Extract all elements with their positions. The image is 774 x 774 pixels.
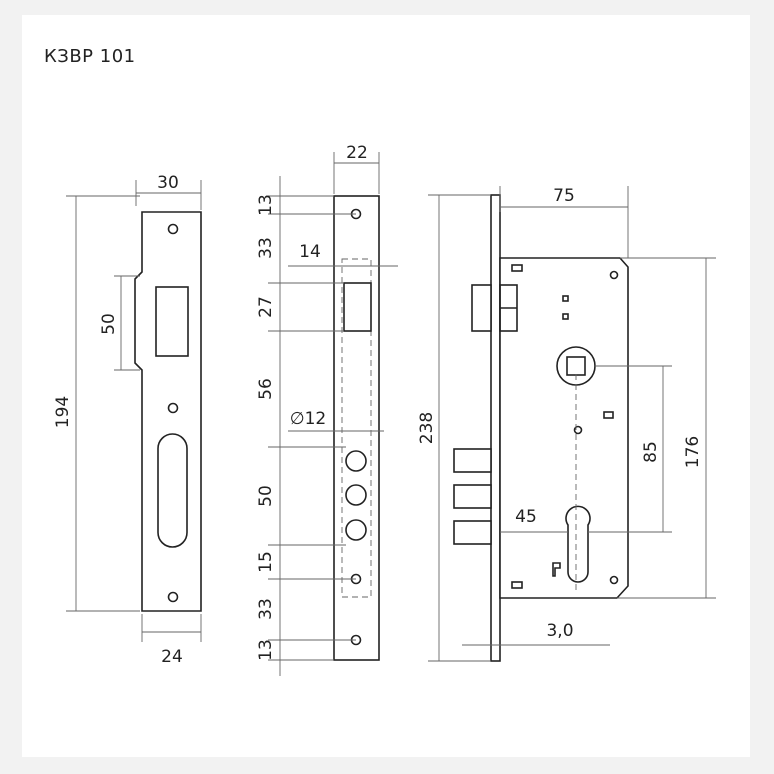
svg-text:24: 24	[161, 647, 183, 667]
svg-text:30: 30	[157, 173, 179, 193]
svg-text:33: 33	[256, 598, 276, 620]
lock-dimensions: 75 238 176 85 45 3,0	[417, 186, 716, 662]
svg-text:50: 50	[256, 485, 276, 507]
svg-text:56: 56	[256, 378, 276, 400]
strike-plate	[134, 211, 202, 612]
faceplate-dimensions: 22 13 33 27 56 50 15 33 13 14 ∅12	[256, 143, 398, 676]
svg-text:33: 33	[256, 237, 276, 259]
svg-text:50: 50	[99, 313, 119, 335]
faceplate	[333, 195, 380, 661]
svg-text:27: 27	[256, 296, 276, 318]
svg-text:176: 176	[683, 436, 703, 468]
svg-text:3,0: 3,0	[546, 621, 573, 641]
product-title: КЗВР 101	[44, 46, 136, 67]
svg-text:238: 238	[417, 412, 437, 444]
svg-text:22: 22	[346, 143, 368, 163]
svg-text:13: 13	[256, 194, 276, 216]
svg-text:85: 85	[641, 441, 661, 463]
drawing-sheet	[22, 15, 750, 757]
svg-text:45: 45	[515, 507, 537, 527]
svg-text:15: 15	[256, 551, 276, 573]
svg-text:∅12: ∅12	[290, 409, 326, 429]
lock-body	[453, 194, 629, 662]
strike-dimensions: 30 50 194 24	[53, 173, 202, 667]
svg-text:194: 194	[53, 396, 73, 428]
svg-text:14: 14	[299, 242, 321, 262]
svg-text:75: 75	[553, 186, 575, 206]
svg-text:13: 13	[256, 639, 276, 661]
